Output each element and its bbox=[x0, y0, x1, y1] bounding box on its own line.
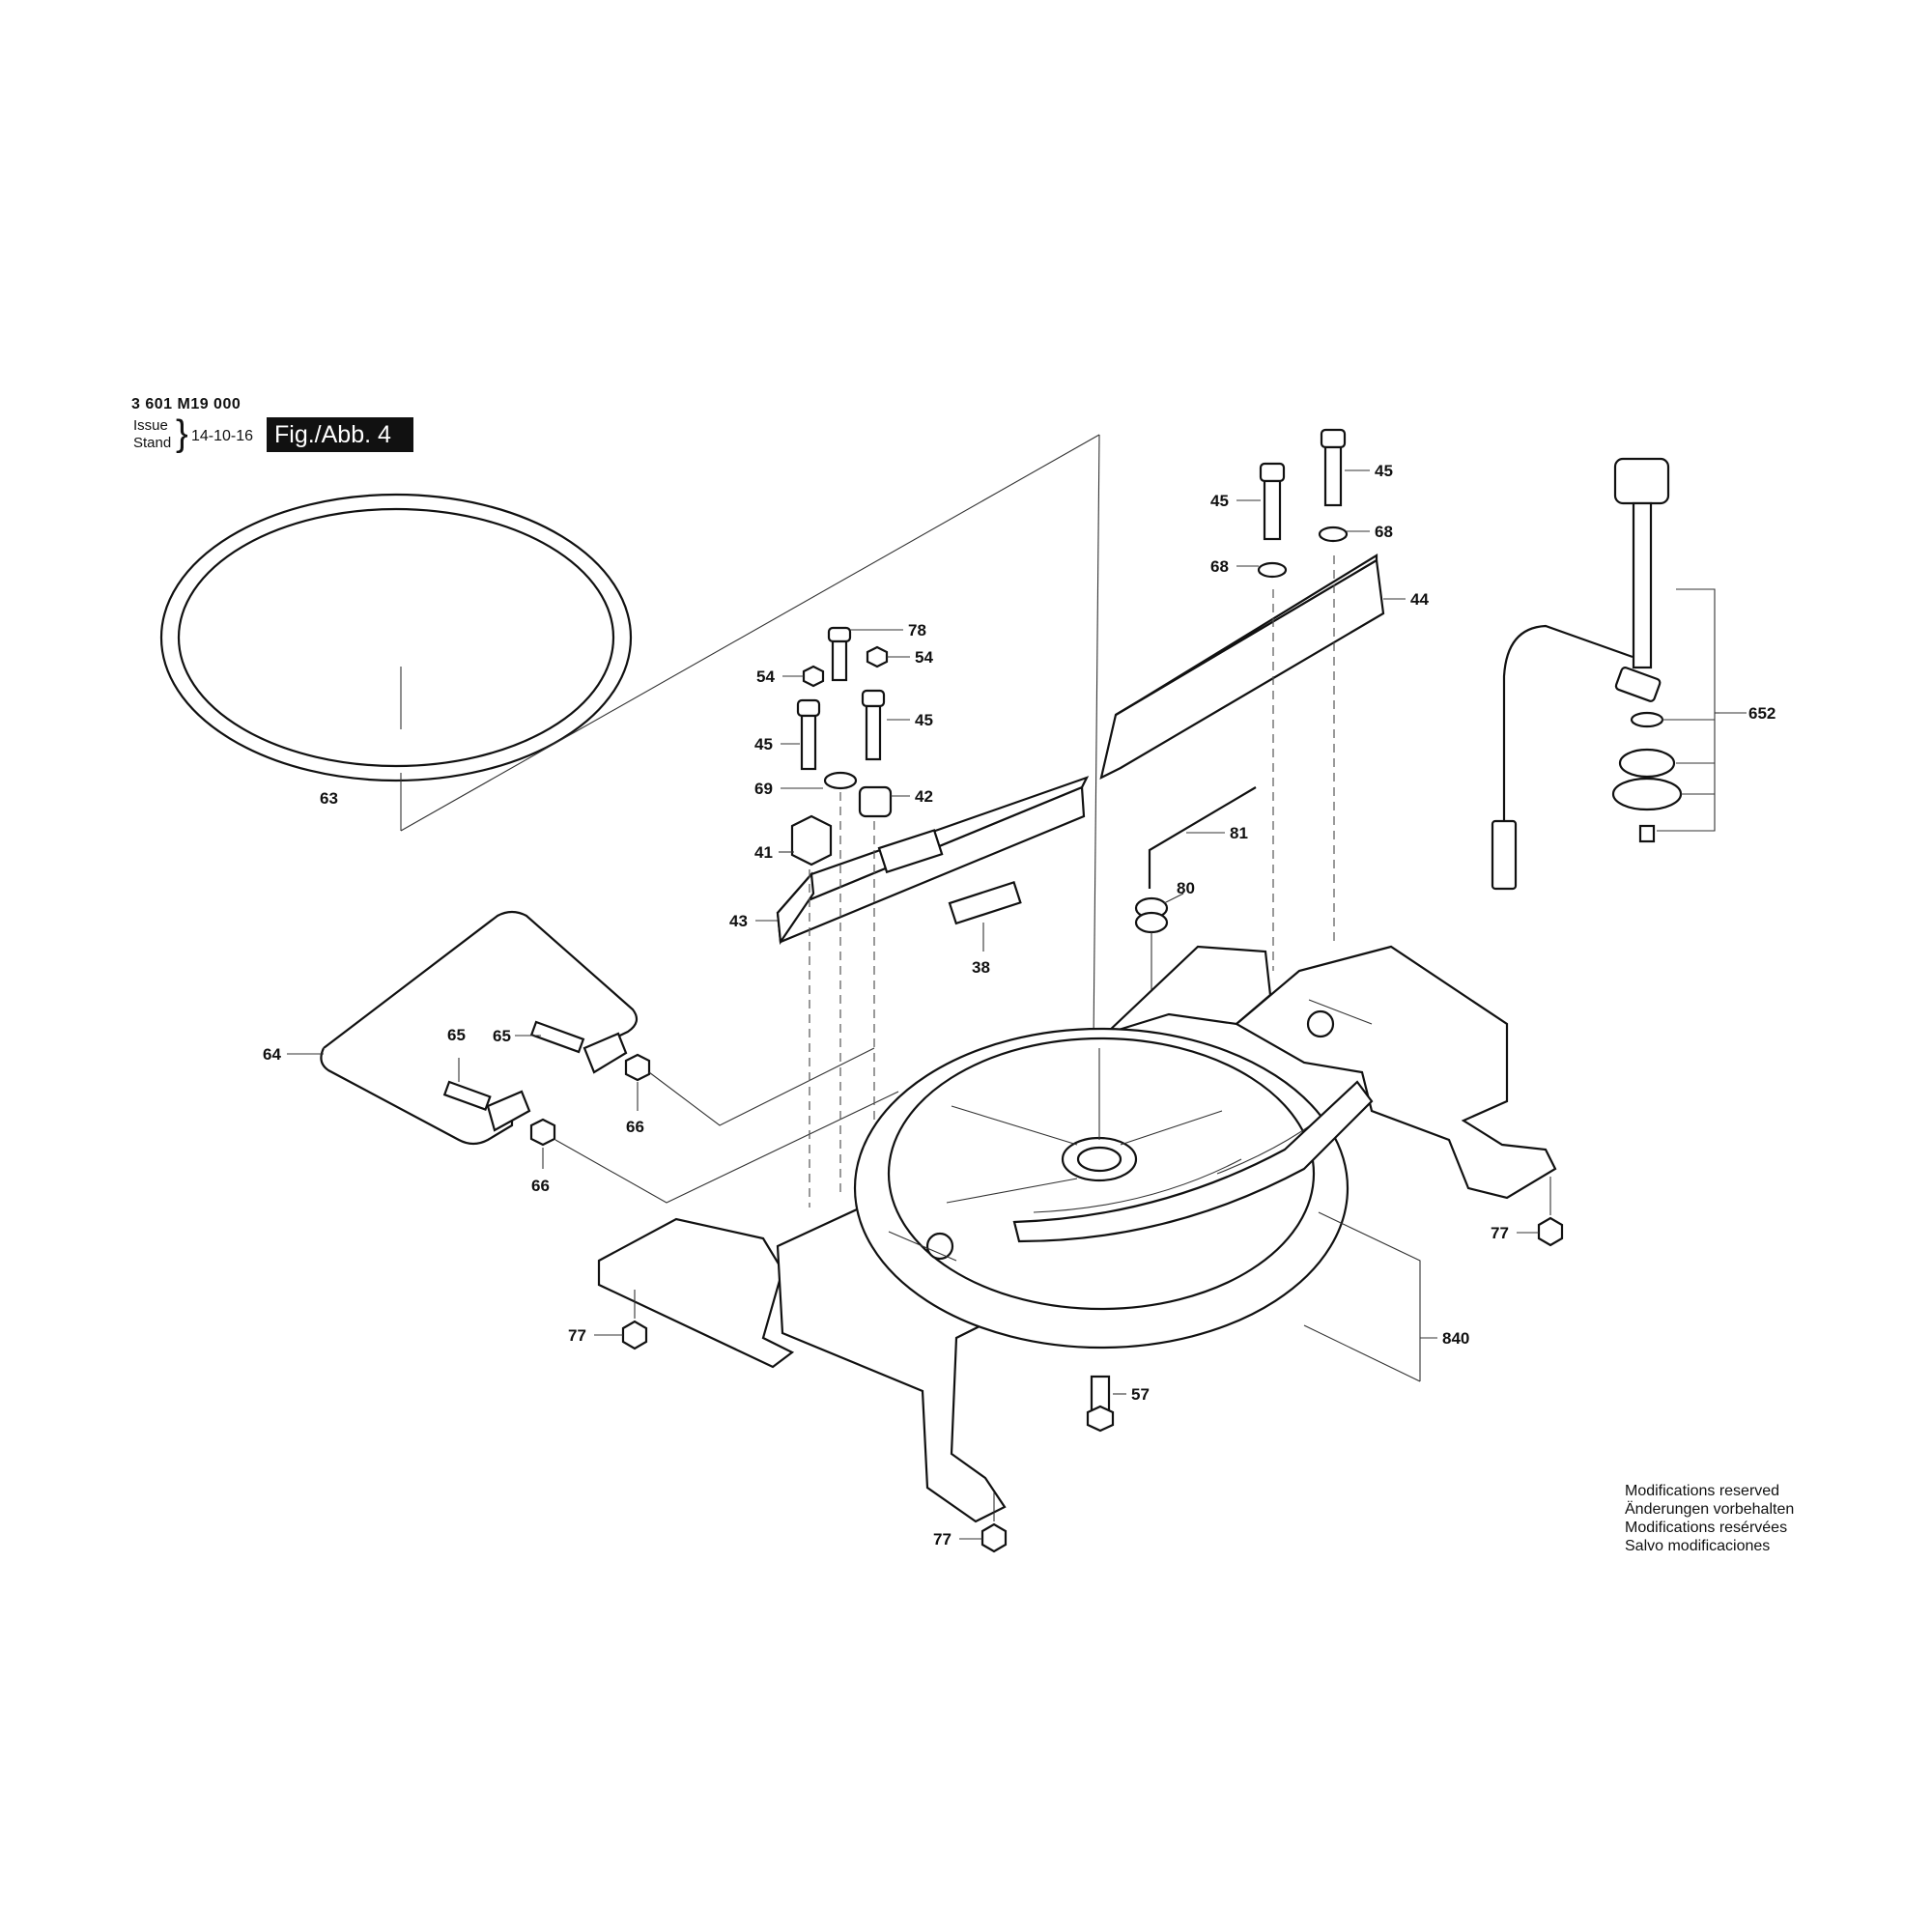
label-41: 41 bbox=[754, 843, 773, 862]
label-77a: 77 bbox=[568, 1326, 586, 1345]
modifications-line-fr: Modifications resérvées bbox=[1625, 1520, 1788, 1536]
modifications-line-en: Modifications reserved bbox=[1625, 1483, 1780, 1499]
part-64-bracket bbox=[320, 910, 639, 1146]
label-45a: 45 bbox=[915, 711, 933, 729]
brace-icon: } bbox=[176, 413, 188, 454]
label-42: 42 bbox=[915, 787, 933, 806]
label-77b: 77 bbox=[1491, 1224, 1509, 1242]
label-652: 652 bbox=[1748, 704, 1776, 723]
label-43: 43 bbox=[729, 912, 748, 930]
part-66-nuts bbox=[529, 1047, 899, 1204]
label-65a: 65 bbox=[447, 1026, 466, 1044]
label-45c: 45 bbox=[1210, 492, 1229, 510]
label-38: 38 bbox=[972, 958, 990, 977]
label-840: 840 bbox=[1442, 1329, 1469, 1348]
label-54b: 54 bbox=[756, 668, 775, 686]
part-81-hex-key bbox=[1148, 786, 1257, 889]
part-57-bolt bbox=[1086, 1375, 1115, 1433]
fastener-stack-left bbox=[790, 626, 893, 1208]
document-number: 3 601 M19 000 bbox=[131, 396, 242, 412]
part-44-fence-right bbox=[1099, 554, 1385, 781]
modifications-line-de: Änderungen vorbehalten bbox=[1625, 1501, 1795, 1518]
issue-label: Issue bbox=[133, 417, 168, 434]
part-63-ring bbox=[159, 434, 1100, 832]
label-57: 57 bbox=[1131, 1385, 1150, 1404]
label-45d: 45 bbox=[1375, 462, 1393, 480]
label-66b: 66 bbox=[531, 1177, 550, 1195]
part-callouts: 63 64 65 65 66 66 78 54 54 45 45 69 42 4… bbox=[263, 462, 1776, 1548]
label-68b: 68 bbox=[1375, 523, 1393, 541]
part-65-screws bbox=[442, 1020, 585, 1111]
label-54a: 54 bbox=[915, 648, 933, 667]
part-43-fence-left bbox=[776, 776, 1090, 946]
part-840-base bbox=[597, 945, 1557, 1523]
part-77-feet bbox=[621, 1177, 1564, 1553]
figure-badge: Fig./Abb. 4 bbox=[267, 417, 413, 452]
part-80-bushing bbox=[1134, 896, 1169, 1005]
label-81: 81 bbox=[1230, 824, 1248, 842]
label-66a: 66 bbox=[626, 1118, 644, 1136]
label-80: 80 bbox=[1177, 879, 1195, 897]
label-68a: 68 bbox=[1210, 557, 1229, 576]
stand-label: Stand bbox=[133, 435, 172, 451]
label-69: 69 bbox=[754, 780, 773, 798]
modifications-notice: Modifications reserved Änderungen vorbeh… bbox=[1625, 1482, 1794, 1555]
label-77c: 77 bbox=[933, 1530, 952, 1548]
label-65b: 65 bbox=[493, 1027, 511, 1045]
label-44: 44 bbox=[1410, 590, 1429, 609]
label-64: 64 bbox=[263, 1045, 281, 1064]
fastener-stack-right bbox=[1257, 428, 1349, 971]
label-78: 78 bbox=[908, 621, 926, 639]
part-652-clamp bbox=[1491, 457, 1719, 891]
label-45b: 45 bbox=[754, 735, 773, 753]
issue-date: 14-10-16 bbox=[191, 428, 254, 444]
part-38-label-plate bbox=[948, 880, 1022, 925]
label-63: 63 bbox=[320, 789, 338, 808]
guide-line bbox=[1093, 434, 1100, 1044]
modifications-line-es: Salvo modificaciones bbox=[1625, 1538, 1771, 1554]
